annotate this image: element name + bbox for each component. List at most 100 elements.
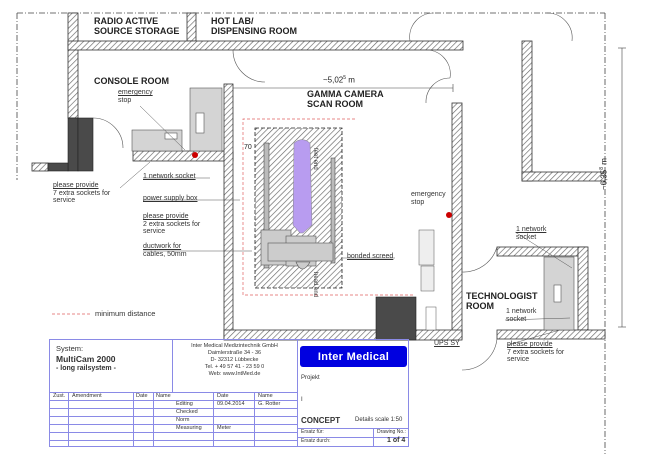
minimum-distance-line [52, 118, 415, 315]
note-power-supply: power supply box [143, 195, 198, 202]
room-label-console: CONSOLE ROOM [94, 76, 170, 86]
sign-row-measuring-date: Meter [217, 425, 232, 431]
note-word: feet [312, 148, 318, 159]
note-line: 2 extra sockets for [143, 220, 201, 228]
note-line: please provide [507, 341, 553, 348]
projekt-value: I [301, 397, 303, 403]
shielding-blocks [47, 117, 417, 341]
amend-header-zust: Zust. [53, 393, 66, 399]
note-line: 1 network [516, 226, 547, 233]
clearance-dimension: 70 [244, 144, 252, 151]
sign-row-checked-role: Checked [176, 409, 198, 415]
rail-right [330, 157, 336, 264]
note-emergency-stop-scan: emergency stop [411, 191, 446, 206]
sign-header-name: Name [258, 393, 273, 399]
sign-row-measuring-role: Measuring [176, 425, 202, 431]
company-line: Web: www.IntMed.de [208, 370, 261, 377]
room-line: DISPENSING ROOM [211, 25, 298, 36]
note-line: emergency [118, 89, 153, 96]
company-line: D- 32312 Lübbecke [210, 356, 259, 363]
emergency-stop-scan-icon [446, 212, 452, 218]
gamma-camera-gantry [260, 229, 334, 270]
drawing-no-label: Drawing No.: [377, 429, 406, 435]
note-extra-sockets-tech: please provide 7 extra sockets for servi… [507, 341, 564, 364]
scan-room-equipment [418, 229, 437, 331]
room-line: ROOM [466, 300, 494, 311]
room-label-gamma-camera: GAMMA CAMERA SCAN ROOM [307, 89, 384, 110]
note-line: emergency [411, 191, 446, 198]
note-line: 7 extra sockets for [507, 348, 565, 356]
amend-header-date: Date [136, 393, 148, 399]
system-label: System: [56, 344, 84, 353]
note-extra-sockets-console: please provide 7 extra sockets for servi… [53, 182, 110, 205]
dimension-sup: 5 [343, 75, 347, 81]
note-line: ductwork for [143, 243, 182, 250]
room-label-technologist: TECHNOLOGIST ROOM [466, 291, 538, 312]
building-boundary [16, 12, 606, 454]
dimension-value: ~5,02 [323, 75, 344, 85]
company-line: Tel. + 49 57 41 - 23 59 0 [204, 363, 265, 370]
company-line: Inter Medical Medizintechnik GmbH [191, 343, 278, 349]
note-emergency-stop-console: emergency stop [118, 89, 153, 104]
system-name: MultiCam 2000 [56, 354, 116, 364]
leader-lines [119, 105, 573, 346]
drawing-no: 1 of 4 [387, 437, 406, 444]
inter-medical-logo: Inter Medical [300, 346, 407, 367]
note-ductwork: ductwork for cables, 50mm [143, 243, 187, 258]
room-label-hot-lab: HOT LAB/ DISPENSING ROOM [211, 16, 298, 37]
height-dimension: ~6,358 m [599, 158, 609, 190]
room-line: SCAN ROOM [307, 98, 363, 109]
room-line: HOT LAB/ [211, 16, 254, 26]
note-network-socket-tech-bottom: 1 network socket [506, 308, 536, 323]
note-line: please provide [143, 213, 189, 220]
note-line: socket [516, 233, 537, 241]
width-dimension: ~5,025 m [323, 75, 355, 85]
title-block: System: MultiCam 2000 - long railsystem … [49, 339, 409, 447]
note-line: 1 network [506, 308, 537, 315]
scale: Details scale 1:50 [355, 417, 403, 423]
note-ups: UPS SY [434, 340, 460, 347]
sign-header-date: Date [217, 393, 229, 399]
ersatz-fuer: Ersatz für: [301, 429, 324, 435]
emergency-stop-console-icon [192, 152, 198, 158]
console-desk [131, 87, 223, 152]
room-line: RADIO ACTIVE [94, 16, 159, 26]
note-feet-end: feet end [311, 148, 318, 170]
company-address: Inter Medical Medizintechnik GmbH Daimle… [172, 343, 297, 377]
legend-minimum-distance: minimum distance [95, 309, 156, 318]
company-line: Daimlerstraße 34 - 36 [207, 349, 262, 356]
note-line: service [143, 228, 166, 236]
sign-row-editing-role: Editing [176, 401, 193, 407]
dimension-value: ~6,35 [599, 169, 609, 190]
projekt-label: Projekt [301, 375, 320, 381]
sign-row-editing-name: G. Rotter [258, 401, 281, 407]
note-line: stop [118, 96, 132, 104]
note-line: service [507, 356, 530, 364]
amend-header-amendment: Amendment [72, 393, 102, 399]
dimension-unit: m [599, 158, 609, 165]
room-line: SOURCE STORAGE [94, 25, 180, 36]
note-bonded-screed: bonded screed [347, 253, 394, 260]
amend-header-name: Name [156, 393, 171, 399]
note-extra-sockets-2: please provide 2 extra sockets for servi… [143, 213, 200, 236]
room-line: GAMMA CAMERA [307, 89, 384, 99]
note-line: please provide [53, 182, 99, 189]
note-line: stop [411, 198, 425, 206]
dimension-unit: m [348, 75, 355, 85]
rail-left [263, 142, 270, 269]
system-variant: - long railsystem - [56, 365, 116, 372]
ersatz-durch: Ersatz durch: [301, 438, 331, 444]
room-label-radioactive-storage: RADIO ACTIVE SOURCE STORAGE [94, 16, 180, 37]
note-network-socket-tech-top: 1 network socket [516, 226, 546, 241]
door-swings [92, 12, 573, 371]
note-head-end: head end [311, 272, 318, 297]
sign-row-editing-date: 09.04.2014 [217, 401, 245, 407]
note-network-socket-console: 1 network socket [143, 173, 196, 180]
room-line: TECHNOLOGIST [466, 291, 538, 301]
dimension-sup: 8 [599, 166, 605, 170]
dimension-lines [233, 47, 626, 328]
note-line: cables, 50mm [143, 250, 187, 258]
note-word: head [312, 272, 318, 286]
technologist-desk [543, 256, 575, 331]
